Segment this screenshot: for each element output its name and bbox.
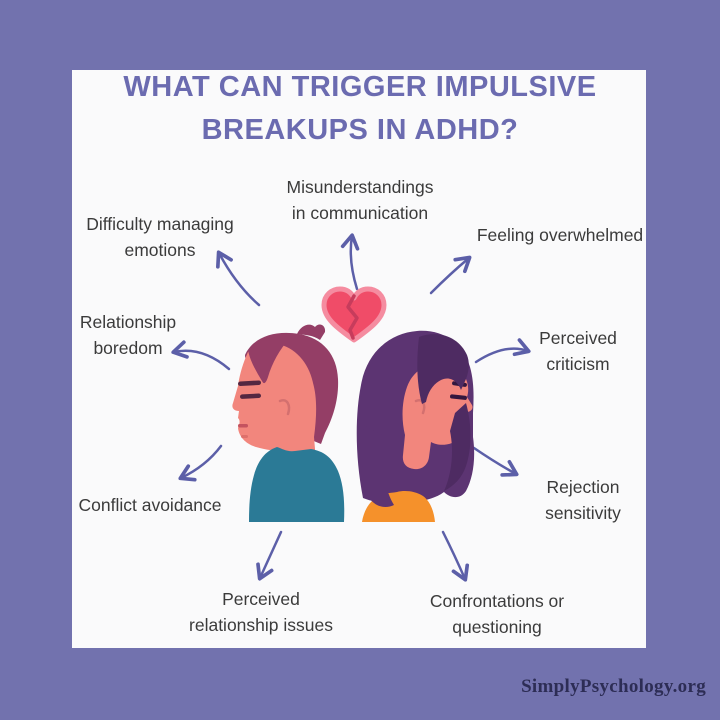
page-title: WHAT CAN TRIGGER IMPULSIVE BREAKUPS IN A… bbox=[80, 66, 640, 152]
trigger-label-rejection-sensitivity: Rejection sensitivity bbox=[545, 477, 621, 523]
trigger-label-perceived-relationship-issues: Perceived relationship issues bbox=[189, 589, 333, 635]
trigger-label-confrontations-or-questioning: Confrontations or questioning bbox=[429, 591, 565, 637]
trigger-label-feeling-overwhelmed: Feeling overwhelmed bbox=[476, 225, 644, 245]
trigger-label-perceived-criticism: Perceived criticism bbox=[539, 328, 617, 374]
title-line-1: WHAT CAN TRIGGER IMPULSIVE bbox=[123, 71, 597, 103]
trigger-label-difficulty-managing-emotions: Difficulty managing emotions bbox=[86, 214, 234, 260]
watermark: SimplyPsychology.org bbox=[521, 676, 706, 697]
trigger-label-conflict-avoidance: Conflict avoidance bbox=[78, 495, 222, 515]
trigger-label-relationship-boredom: Relationship boredom bbox=[79, 312, 177, 358]
title-line-2: BREAKUPS IN ADHD? bbox=[201, 114, 519, 146]
trigger-label-misunderstandings: Misunderstandings in communication bbox=[286, 177, 434, 223]
